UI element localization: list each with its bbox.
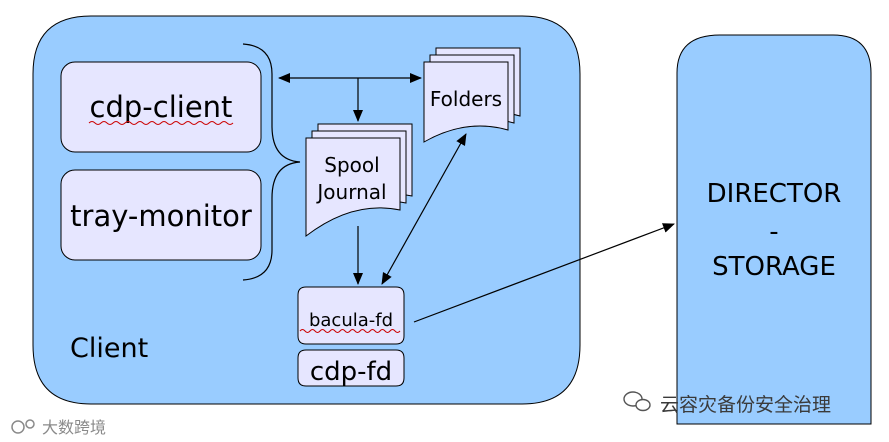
cdp-client-label: cdp-client [90,90,233,124]
journal-label: Journal [315,180,386,204]
cdp-fd-box [297,349,405,387]
storage-label: STORAGE [712,252,836,282]
cdp-client-spellcheck-underline [88,121,234,125]
director-dash-label: - [769,217,778,247]
tray-monitor-label: tray-monitor [70,199,252,233]
arrow-bacula-fd-to-director [413,223,675,323]
wechat-icon [623,391,651,412]
cdp-fd-label: cdp-fd [310,357,392,387]
watermark-right-text: 云容灾备份安全治理 [660,394,831,416]
client-label: Client [70,333,148,364]
watermark-left-text: 大数跨境 [42,418,106,437]
cdp-client-box [60,61,262,153]
bacula-fd-spellcheck-underline [299,329,401,333]
director-label: DIRECTOR [707,179,842,209]
tray-monitor-box [60,169,262,261]
bacula-fd-box [297,286,405,345]
arrow-folders-bacula-fd [381,133,467,285]
director-storage-container [676,34,872,425]
watermark-left-logo [11,419,35,434]
folders-label: Folders [430,87,502,111]
bacula-fd-label: bacula-fd [309,310,393,331]
folders-document-stack [423,47,521,143]
grouping-brace [242,43,301,281]
spool-label: Spool [324,153,379,177]
